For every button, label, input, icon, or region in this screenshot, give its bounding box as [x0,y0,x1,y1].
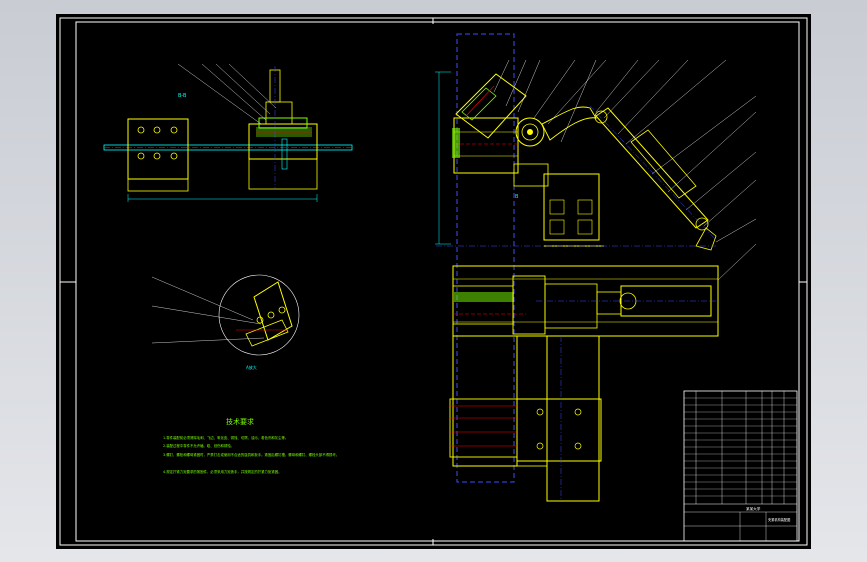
column-and-base-view [449,335,602,502]
drawing-sheet[interactable]: B-B [56,14,811,549]
tech-req-line: 3.螺钉、螺栓和螺母紧固时，严禁打击或使用不合适的旋具和扳手。紧固后螺钉槽、螺母… [163,452,339,457]
title-block-title: 夹紧机构装配图 [768,517,790,522]
parts-list: 某某大学 夹紧机构装配图 [683,390,798,542]
technical-requirements: 技术要求 1.零件装配前必须清除毛刺、飞边、氧化皮、锈蚀、切屑、油污、着色剂和灰… [163,417,339,474]
plan-view [452,243,757,337]
tech-req-title: 技术要求 [226,417,254,426]
inner-border [75,21,800,542]
outer-frame [59,17,808,546]
section-label: B-B [178,93,187,99]
title-block-company: 某某大学 [746,506,761,511]
main-elevation-view: B [435,33,757,483]
detail-view-a: A放大 [151,274,300,370]
section-view-b-b: B-B [103,63,353,202]
tech-req-line: 4.规定拧紧力矩要求的紧固件，必须采用力矩扳手，并按规定的拧紧力矩紧固。 [163,469,282,474]
tech-req-line: 1.零件装配前必须清除毛刺、飞边、氧化皮、锈蚀、切屑、油污、着色剂和灰尘等。 [163,435,288,440]
view-label-b: B [515,194,519,200]
detail-label: A放大 [246,364,257,370]
tech-req-line: 2.装配过程中零件不允许磕、碰、划伤和锈蚀。 [163,443,234,448]
